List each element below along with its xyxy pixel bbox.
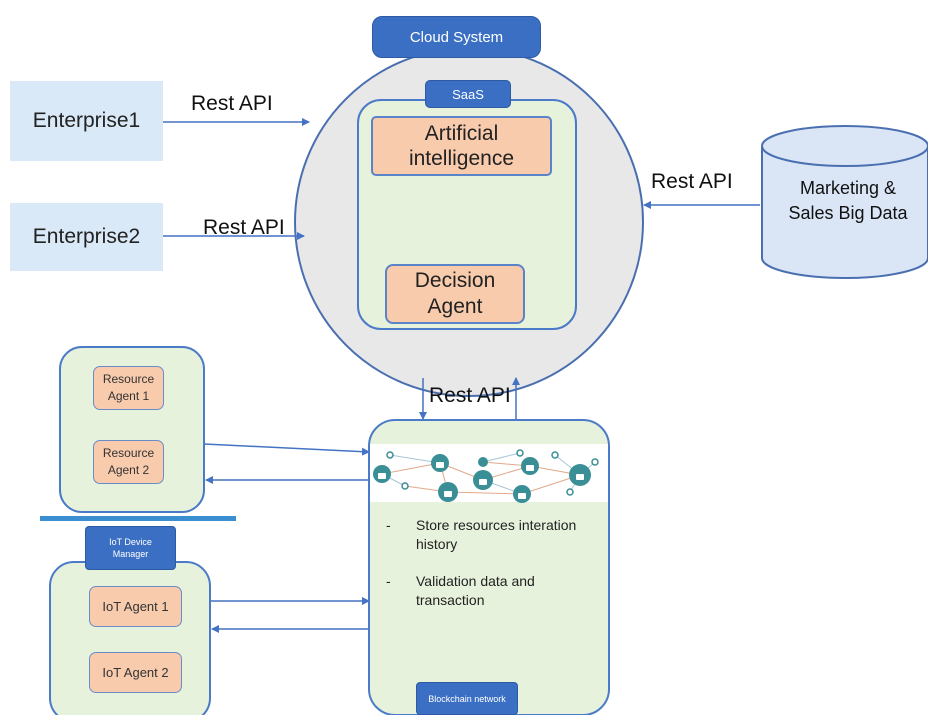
blockchain-network-tag: Blockchain network (416, 682, 518, 715)
blockchain-api-label: Rest API (429, 384, 511, 407)
cloud-system-tag: Cloud System (372, 16, 541, 58)
iot-agent-2: IoT Agent 2 (89, 652, 182, 693)
resource-agent-1: Resource Agent 1 (93, 366, 164, 410)
enterprise2-api-label: Rest API (203, 216, 285, 239)
saas-tag: SaaS (425, 80, 511, 108)
iot-agent-1: IoT Agent 1 (89, 586, 182, 627)
arrow-resources-to-blockchain (203, 443, 370, 456)
decision-agent-label: Decision Agent (414, 269, 496, 318)
bigdata-label-wrap: Marketing & Sales Big Data (775, 172, 921, 230)
cloud-system-label: Cloud System (409, 28, 504, 46)
ai-box: Artificial intelligence (371, 116, 552, 176)
database-cylinder (761, 125, 928, 279)
ai-label: Artificial intelligence (408, 122, 515, 170)
iot-manager-tag: IoT Device Manager (85, 526, 176, 570)
enterprise2-box: Enterprise2 (10, 203, 163, 271)
note-validation: Validation data and transaction (386, 572, 586, 610)
blockchain-network-image (370, 444, 608, 503)
note-store-history: Store resources interation history (386, 516, 586, 554)
iot-manager-label: IoT Device Manager (109, 537, 152, 559)
enterprise1-label: Enterprise1 (32, 109, 141, 132)
resource-agent-2-label: Resource Agent 2 (102, 446, 155, 477)
enterprise2-label: Enterprise2 (32, 225, 141, 248)
saas-label: SaaS (452, 86, 484, 102)
enterprise1-api-label: Rest API (191, 92, 273, 115)
blockchain-notes: Store resources interation history Valid… (386, 516, 586, 610)
decision-agent-box: Decision Agent (385, 264, 525, 324)
bigdata-api-label: Rest API (651, 170, 733, 193)
iot-agent-1-label: IoT Agent 1 (102, 599, 169, 614)
separator-bar (40, 516, 236, 521)
resource-agent-2: Resource Agent 2 (93, 440, 164, 484)
blockchain-network-label: Blockchain network (428, 693, 506, 704)
resource-agent-1-label: Resource Agent 1 (102, 372, 155, 403)
bigdata-label: Marketing & Sales Big Data (788, 178, 908, 223)
enterprise1-box: Enterprise1 (10, 81, 163, 161)
iot-agent-2-label: IoT Agent 2 (102, 665, 169, 680)
